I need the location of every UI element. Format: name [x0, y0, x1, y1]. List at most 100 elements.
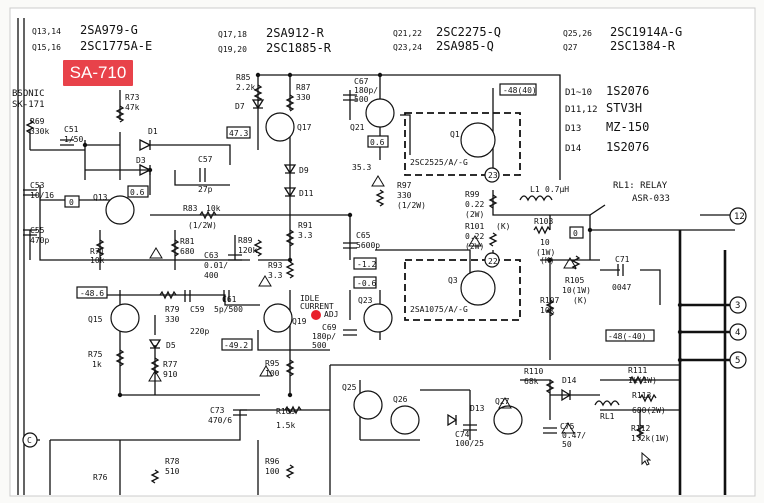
c67-capacitor: [343, 94, 357, 101]
svg-text:R71: R71: [90, 247, 105, 256]
r112-resistor: [635, 424, 645, 439]
svg-text:C74: C74: [455, 430, 470, 439]
svg-text:2SA979-G: 2SA979-G: [80, 23, 138, 37]
l1-inductor: [519, 195, 553, 202]
svg-text:R110: R110: [524, 367, 543, 376]
svg-text:330: 330: [296, 93, 311, 102]
r75-resistor: [115, 349, 125, 367]
rl1-coil: [594, 400, 620, 407]
r113-resistor: [639, 393, 657, 403]
svg-text:L1: L1: [530, 185, 540, 194]
svg-text:D11: D11: [299, 189, 314, 198]
relay-label: RL1: RELAY: [613, 181, 668, 191]
svg-text:500: 500: [354, 95, 369, 104]
svg-text:-48.6: -48.6: [80, 289, 104, 298]
r107-resistor: [545, 299, 555, 317]
c75-capacitor: [543, 427, 557, 434]
c51-capacitor: [60, 139, 74, 146]
svg-text:R111: R111: [628, 366, 647, 375]
svg-text:(1W): (1W): [536, 248, 555, 257]
svg-text:470p: 470p: [30, 236, 49, 245]
svg-text:D14: D14: [562, 376, 577, 385]
svg-text:-49.2: -49.2: [224, 341, 248, 350]
svg-text:C51: C51: [64, 125, 79, 134]
svg-text:R97: R97: [397, 181, 412, 190]
svg-text:MZ-150: MZ-150: [606, 120, 649, 134]
svg-text:2SA912-R: 2SA912-R: [266, 26, 325, 40]
svg-text:C55: C55: [30, 226, 45, 235]
svg-text:0.47/: 0.47/: [562, 431, 586, 440]
svg-text:100: 100: [265, 369, 280, 378]
svg-text:Q3: Q3: [448, 276, 458, 285]
r96-resistor: [285, 464, 295, 479]
svg-text:3.3: 3.3: [298, 231, 313, 240]
svg-text:47.3: 47.3: [229, 129, 248, 138]
svg-text:D5: D5: [166, 341, 176, 350]
svg-text:D14: D14: [565, 144, 581, 154]
r101-resistor: [488, 232, 498, 247]
svg-text:27p: 27p: [198, 185, 213, 194]
r95-resistor: [285, 359, 295, 377]
svg-text:Q1: Q1: [450, 130, 460, 139]
svg-text:C57: C57: [198, 155, 213, 164]
brand-label: BSONIC: [12, 89, 45, 99]
svg-text:C: C: [27, 436, 32, 445]
input-label: SK-171: [12, 100, 45, 110]
svg-text:2SC1914A-G: 2SC1914A-G: [610, 25, 682, 39]
svg-text:470/6: 470/6: [208, 416, 232, 425]
svg-text:Q23: Q23: [358, 296, 373, 305]
r83-resistor: [199, 210, 217, 220]
svg-text:Q17,18: Q17,18: [218, 30, 247, 39]
svg-text:400: 400: [204, 271, 219, 280]
r71-resistor: [95, 239, 105, 257]
svg-text:D13: D13: [565, 124, 581, 134]
svg-text:R76: R76: [93, 473, 108, 482]
svg-text:Q25,26: Q25,26: [563, 29, 592, 38]
svg-text:5600p: 5600p: [356, 241, 380, 250]
svg-text:680(2W): 680(2W): [632, 406, 666, 415]
svg-text:3: 3: [735, 301, 740, 311]
svg-text:100/25: 100/25: [455, 439, 484, 448]
relay-part: ASR-033: [632, 194, 670, 204]
c69-capacitor: [343, 329, 357, 336]
svg-text:120k: 120k: [238, 246, 257, 255]
svg-text:D13: D13: [470, 404, 485, 413]
r77-resistor: [150, 357, 160, 375]
svg-text:(2W): (2W): [465, 242, 484, 251]
svg-text:R73: R73: [125, 93, 140, 102]
d13-diode: [447, 413, 458, 427]
svg-text:C65: C65: [356, 231, 371, 240]
svg-text:Q17: Q17: [297, 123, 312, 132]
svg-text:0.22: 0.22: [465, 200, 484, 209]
svg-text:-0.6: -0.6: [357, 279, 376, 288]
svg-text:R77: R77: [163, 360, 178, 369]
svg-text:Q21: Q21: [350, 123, 365, 132]
svg-text:C73: C73: [210, 406, 225, 415]
svg-text:0.22: 0.22: [465, 232, 484, 241]
svg-text:R95: R95: [265, 359, 280, 368]
svg-text:R103: R103: [534, 217, 553, 226]
svg-text:STV3H: STV3H: [606, 101, 642, 115]
r111-resistor: [629, 375, 647, 385]
svg-text:2SA985-Q: 2SA985-Q: [436, 39, 494, 53]
r73-resistor: [115, 105, 125, 123]
svg-text:10: 10: [540, 238, 550, 247]
svg-text:Q23,24: Q23,24: [393, 43, 422, 52]
svg-text:RL1: RL1: [600, 412, 615, 421]
svg-text:IDLE: IDLE: [300, 294, 319, 303]
c57-capacitor: [199, 168, 206, 182]
r99-resistor: [488, 194, 498, 209]
svg-text:R81: R81: [180, 237, 195, 246]
svg-text:R69: R69: [30, 117, 45, 126]
svg-text:CURRENT: CURRENT: [300, 302, 334, 311]
c74-capacitor: [463, 424, 477, 431]
svg-text:2SA1075/A/-G: 2SA1075/A/-G: [410, 305, 468, 314]
svg-text:R96: R96: [265, 457, 280, 466]
svg-text:Q26: Q26: [393, 395, 408, 404]
svg-text:1S2076: 1S2076: [606, 140, 649, 154]
svg-text:D9: D9: [299, 166, 309, 175]
svg-text:D11,12: D11,12: [565, 105, 598, 115]
d11-diode: [283, 187, 297, 198]
svg-text:0047: 0047: [612, 283, 631, 292]
r97-resistor: [375, 189, 385, 207]
